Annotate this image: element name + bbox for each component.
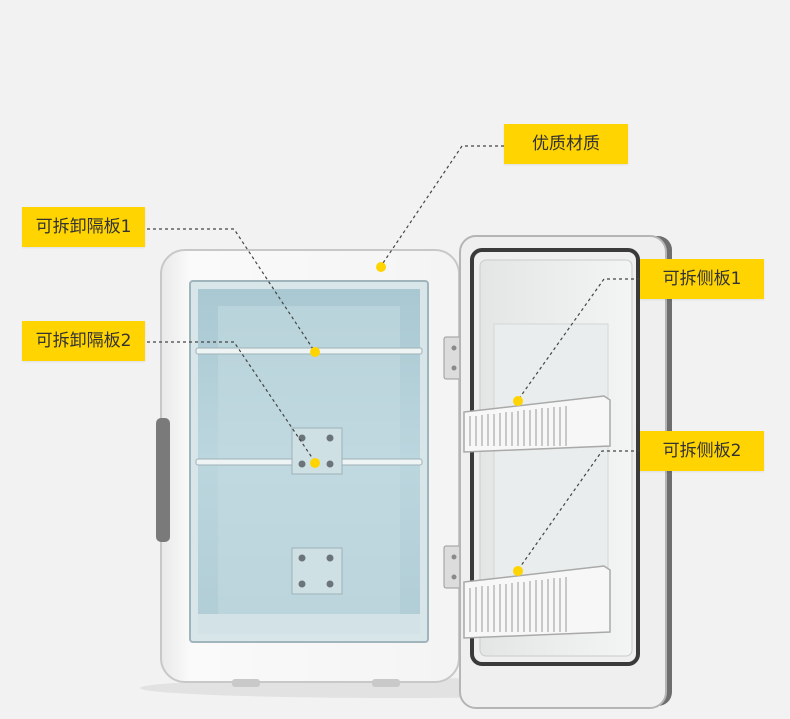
screw-plate-lower [291,547,343,595]
label-removable-shelf-1: 可拆卸隔板1 [22,207,145,247]
label-removable-side-bin-2: 可拆侧板2 [640,431,764,471]
leader-shelf-2 [147,341,316,463]
marker-dot-side-1 [513,396,523,406]
leader-quality [380,145,504,267]
foot-right [372,679,400,687]
leader-shelf-1 [147,228,316,353]
foot-left [232,679,260,687]
door-bin-1-ribs [469,406,567,446]
marker-dot-quality [376,262,386,272]
marker-dot-shelf-2 [310,458,320,468]
door-gasket [470,248,640,666]
interior-bottom [198,614,420,634]
door-bin-2-ribs [469,577,567,632]
marker-dot-shelf-1 [310,347,320,357]
leader-side-2 [517,450,640,571]
side-handle [156,418,170,542]
label-quality-material: 优质材质 [504,124,628,164]
marker-dot-side-2 [513,566,523,576]
label-removable-side-bin-1: 可拆侧板1 [640,259,764,299]
leader-side-1 [517,278,640,401]
label-removable-shelf-2: 可拆卸隔板2 [22,321,145,361]
shelf-1 [195,347,423,355]
